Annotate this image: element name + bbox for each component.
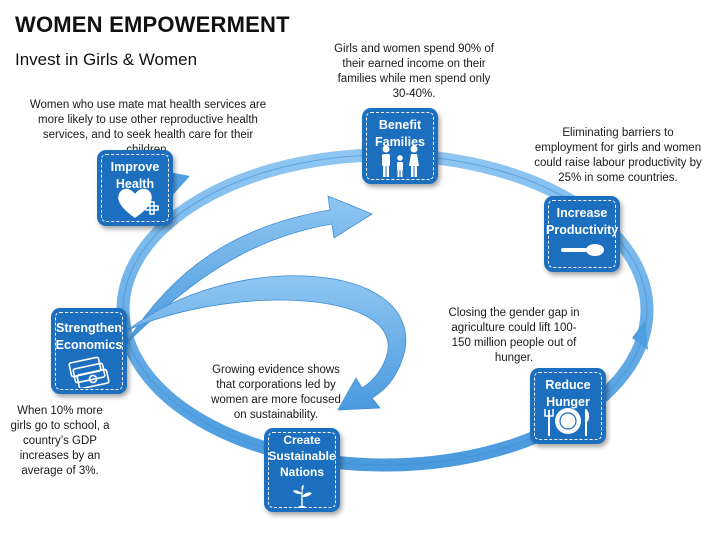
page-subtitle: Invest in Girls & Women xyxy=(15,50,198,69)
spatula-icon xyxy=(561,244,604,256)
swoosh-to-families xyxy=(124,195,373,346)
note-increase-productivity: Eliminating barriers to employment for g… xyxy=(534,127,702,184)
node-label-strengthen-economics: Strengthen Economics xyxy=(55,321,123,352)
family-icon xyxy=(382,145,419,177)
note-create-sustainable-nations: Growing evidence shows that corporations… xyxy=(211,364,341,421)
node-label-benefit-families: Benefit Families xyxy=(374,118,426,149)
note-benefit-families: Girls and women spend 90% of their earne… xyxy=(334,43,494,100)
plate-cutlery-icon xyxy=(544,408,590,436)
plant-icon xyxy=(292,484,312,508)
money-stack-icon xyxy=(68,356,110,388)
node-create-sustainable-nations[interactable]: Create Sustainable Nations xyxy=(264,428,340,512)
node-strengthen-economics[interactable]: Strengthen Economics xyxy=(51,308,127,394)
note-reduce-hunger: Closing the gender gap in agriculture co… xyxy=(448,307,580,364)
node-improve-health[interactable]: Improve Health xyxy=(97,150,173,226)
note-improve-health: Women who use mate mat health services a… xyxy=(29,99,267,156)
note-strengthen-economics: When 10% more girls go to school, a coun… xyxy=(10,405,110,477)
node-label-reduce-hunger: Reduce Hunger xyxy=(545,378,591,409)
ring-arrowhead-hunger xyxy=(632,320,648,350)
node-benefit-families[interactable]: Benefit Families xyxy=(362,108,438,184)
heart-plus-icon xyxy=(118,188,159,218)
page-title: WOMEN EMPOWERMENT xyxy=(15,12,290,37)
node-increase-productivity[interactable]: Increase Productivity xyxy=(544,196,620,272)
swoosh-to-nations xyxy=(127,275,407,411)
node-label-increase-productivity: Increase Productivity xyxy=(546,206,619,237)
node-label-create-sustainable-nations: Create Sustainable Nations xyxy=(268,433,336,479)
node-reduce-hunger[interactable]: Reduce Hunger xyxy=(530,368,606,444)
node-label-improve-health: Improve Health xyxy=(110,160,160,191)
